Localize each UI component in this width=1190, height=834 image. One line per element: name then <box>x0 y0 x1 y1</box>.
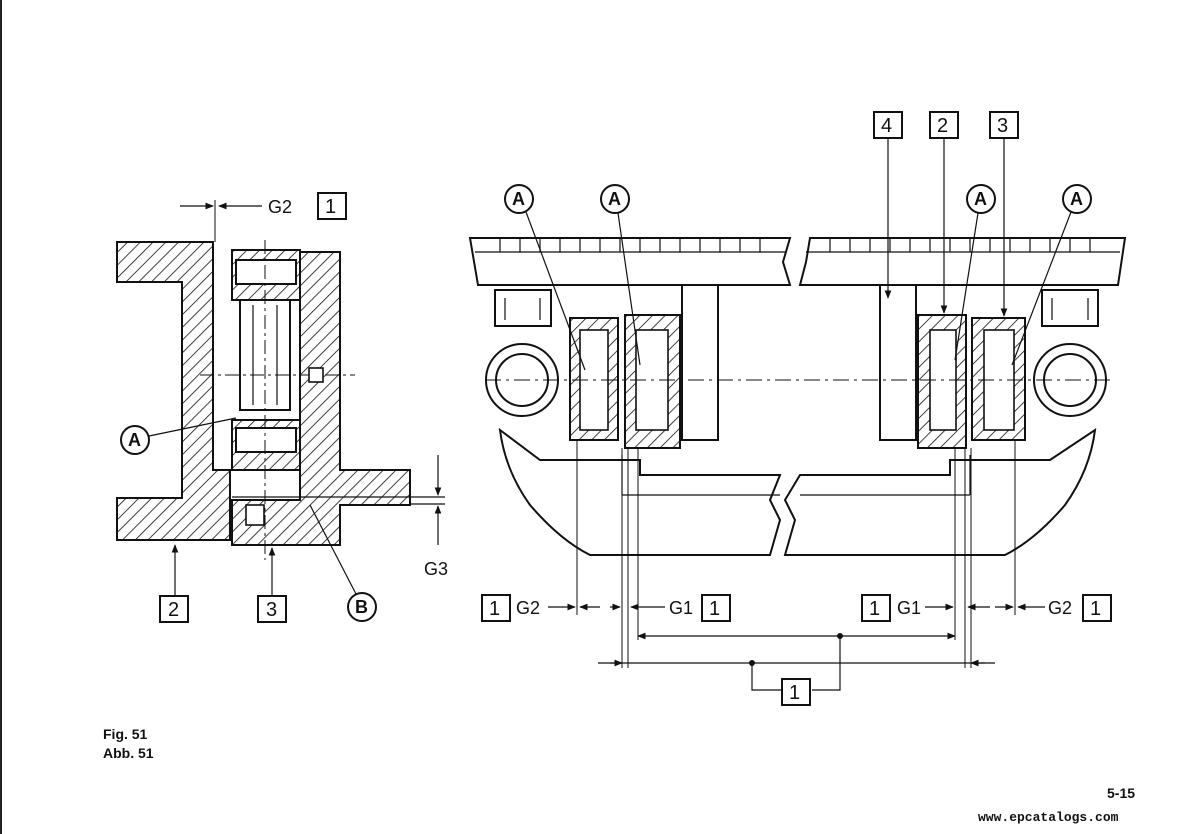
part-3-label-top: 3 <box>997 115 1008 137</box>
part-1-box-left <box>317 192 347 220</box>
gap-g2-label-bottom-left: G2 <box>516 598 540 618</box>
figure-caption-en: Fig. 51 <box>103 726 148 742</box>
gap-g1-label-bottom-left: G1 <box>669 598 693 618</box>
point-a-marker-2 <box>600 184 630 214</box>
point-a-marker-4 <box>1062 184 1092 214</box>
part-2-box-top <box>929 111 959 139</box>
part-1-label-center: 1 <box>789 682 800 704</box>
gap-g2-label-left: G2 <box>268 197 292 217</box>
gap-g2-label-bottom-right: G2 <box>1048 598 1072 618</box>
upper-bearing <box>235 259 297 285</box>
gap-g1-label-bottom-right: G1 <box>897 598 921 618</box>
part-1-label-left: 1 <box>325 196 336 218</box>
part-1-label-bottom-a: 1 <box>489 598 500 620</box>
gap-g3-label: G3 <box>424 559 448 579</box>
part-3-box-left <box>257 595 287 623</box>
point-b-label: B <box>355 597 368 617</box>
frame-bottom-right <box>783 427 1097 556</box>
part-4-label: 4 <box>881 115 892 137</box>
post-left <box>681 284 719 441</box>
rail-left <box>468 237 792 286</box>
page-number: 5-15 <box>1107 785 1136 801</box>
point-b-marker <box>347 592 377 622</box>
part-1-box-center <box>781 678 811 706</box>
mast-channel-profile <box>116 241 231 541</box>
part-2-box-left <box>159 595 189 623</box>
carriage-block <box>231 251 411 546</box>
part-2-label-left: 2 <box>168 599 179 621</box>
point-a-label-3: A <box>974 189 987 209</box>
part-1-box-bottom-c <box>861 594 891 622</box>
bracket-left <box>494 289 552 327</box>
bracket-right <box>1041 289 1099 327</box>
point-a-label-4: A <box>1070 189 1083 209</box>
left-section-view: G2 1 G3 A B 2 3 <box>116 192 448 623</box>
point-a-marker-3 <box>966 184 996 214</box>
point-a-marker-left <box>120 425 150 455</box>
part-1-box-bottom-d <box>1082 594 1112 622</box>
right-top-view: 1 G2 G1 1 1 G1 G2 1 1 4 2 3 A A A <box>468 111 1127 706</box>
part-1-label-bottom-c: 1 <box>869 598 880 620</box>
rail-teeth <box>499 238 1091 252</box>
part-4-box <box>873 111 903 139</box>
point-a-label-2: A <box>608 189 621 209</box>
point-a-label-1: A <box>512 189 525 209</box>
part-3-label-left: 3 <box>266 599 277 621</box>
figure-caption-de: Abb. 51 <box>103 745 154 761</box>
page-edge <box>0 0 2 834</box>
bolt <box>245 504 265 526</box>
part-1-label-bottom-d: 1 <box>1090 598 1101 620</box>
rail-right <box>798 237 1127 286</box>
watermark-text: www.epcatalogs.com <box>978 810 1119 825</box>
part-1-label-bottom-b: 1 <box>709 598 720 620</box>
point-a-marker-1 <box>504 184 534 214</box>
point-a-label-left: A <box>128 430 141 450</box>
grease-nipple <box>308 367 324 383</box>
post-right <box>879 284 917 441</box>
part-1-box-bottom-a <box>481 594 511 622</box>
frame-bottom-left <box>498 427 782 556</box>
part-1-box-bottom-b <box>701 594 731 622</box>
part-2-label-top: 2 <box>937 115 948 137</box>
lower-bearing <box>235 427 297 453</box>
